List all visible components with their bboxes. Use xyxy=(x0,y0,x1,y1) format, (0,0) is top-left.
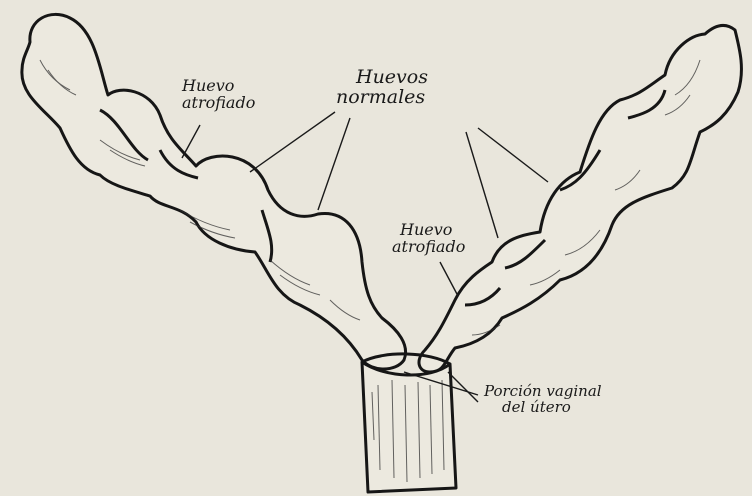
label-huevos-normales: Huevos normales xyxy=(336,68,428,108)
label-huevo-atrofiado-left: Huevo atrofiado xyxy=(182,78,255,112)
label-porcion-vaginal: Porción vaginal del útero xyxy=(484,384,602,416)
leader-normales-2 xyxy=(318,118,350,210)
right-uterine-horn xyxy=(419,25,741,372)
leader-normales-1 xyxy=(250,112,335,172)
leader-normales-4 xyxy=(466,132,498,238)
leader-atrofiado-right xyxy=(440,262,458,296)
leader-atrofiado-left xyxy=(182,125,200,158)
label-huevo-atrofiado-right: Huevo atrofiado xyxy=(392,222,465,256)
leader-normales-3 xyxy=(478,128,548,182)
